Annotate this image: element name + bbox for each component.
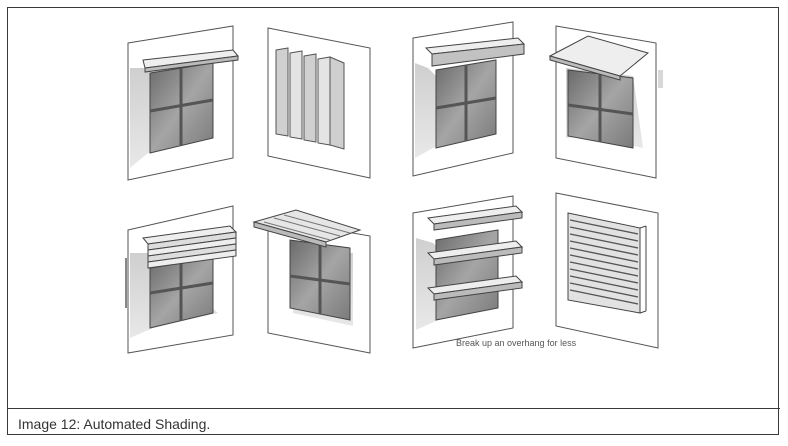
- figure-frame: Break up an overhang for less: [7, 7, 780, 436]
- panel-multiple-overhangs: Break up an overhang for less: [412, 195, 577, 349]
- panel-slatted-overhang: [252, 209, 371, 354]
- caption-bar: Image 12: Automated Shading.: [8, 408, 780, 436]
- panel-sloped-overhang: [548, 25, 663, 179]
- panel-louvered-overhang: [125, 205, 238, 354]
- figure-caption: Image 12: Automated Shading.: [18, 416, 211, 432]
- panel-louvered-screen: [555, 192, 659, 349]
- panel-horizontal-overhang: [127, 25, 239, 181]
- panel-overhang-with-drop: [412, 21, 526, 177]
- shading-diagram: Break up an overhang for less: [8, 8, 780, 408]
- panel-vertical-fins: [267, 27, 371, 179]
- partial-label: Break up an overhang for less: [456, 338, 577, 348]
